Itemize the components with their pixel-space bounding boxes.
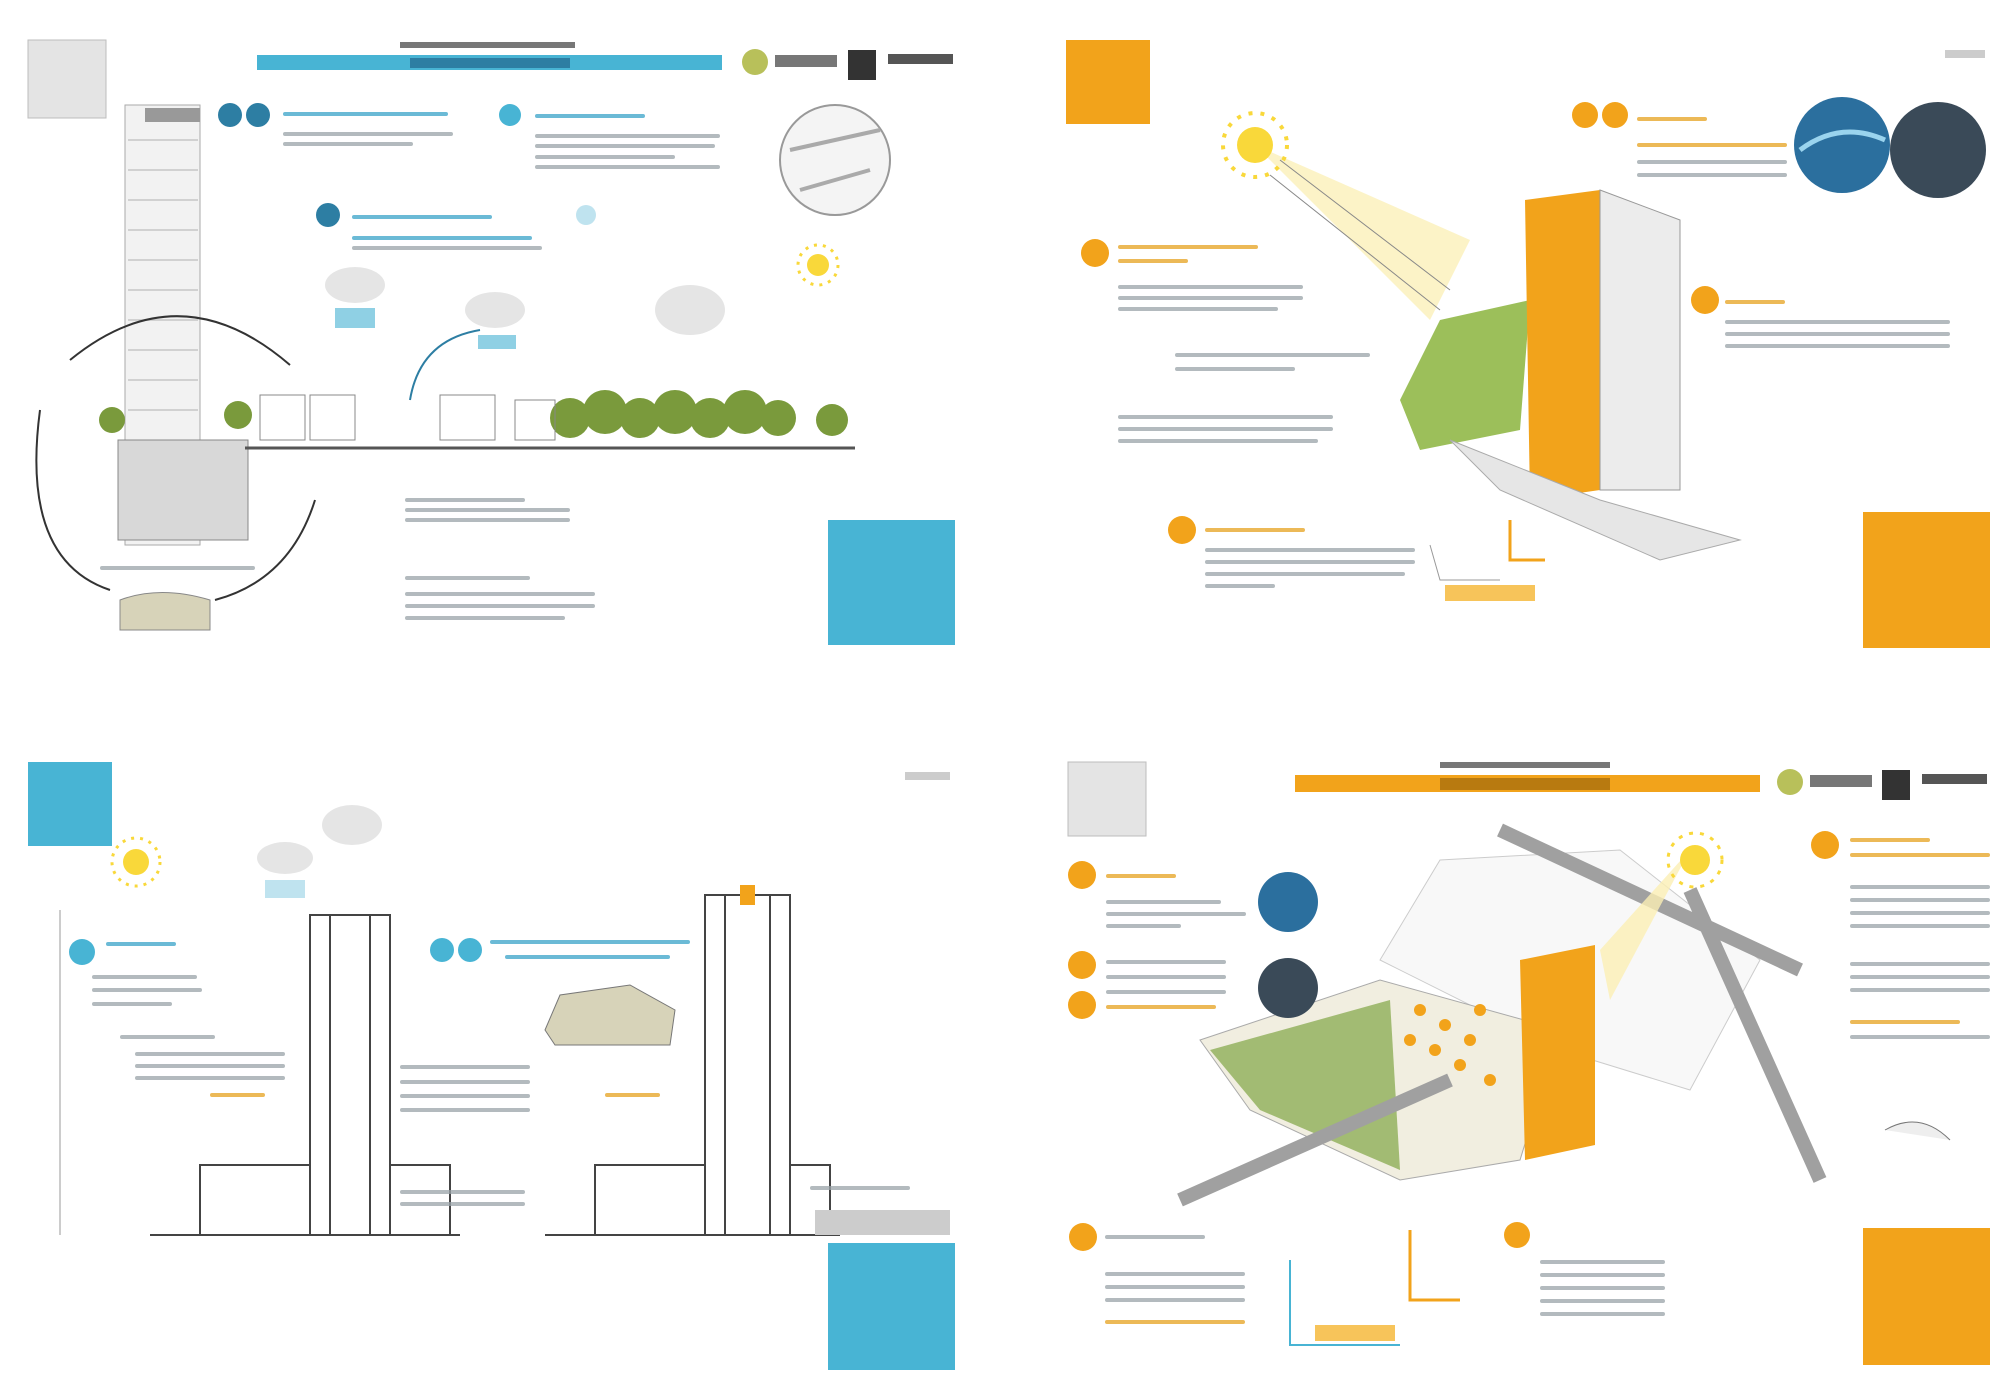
water-cycle-arc <box>69 315 291 366</box>
logo-box <box>27 39 107 119</box>
partner-logo-icon <box>1777 769 1803 795</box>
water-drop-icon <box>218 103 596 227</box>
sun-icon <box>1666 831 1724 889</box>
panel-solar-aerial <box>1067 761 1990 1365</box>
landscape-sketch <box>544 984 676 1046</box>
energy-globe-icon <box>1794 97 1986 198</box>
qr-code-icon <box>848 50 876 80</box>
theme-square <box>28 762 112 846</box>
panel-water <box>27 39 955 645</box>
sun-icon <box>796 243 840 287</box>
partner-logo-icon <box>742 49 768 75</box>
theme-square <box>1066 40 1150 124</box>
panel-solar <box>1066 40 1990 648</box>
sun-icon <box>110 836 162 888</box>
water-drop-icon <box>69 938 482 965</box>
cloud-icon <box>325 267 725 335</box>
logo-box <box>1067 761 1147 837</box>
energy-globe-icon <box>1258 872 1318 1018</box>
detail-callout <box>779 104 891 216</box>
info-box <box>828 520 955 645</box>
qr-code-icon <box>1882 770 1910 800</box>
panel-water-section <box>28 762 955 1370</box>
sun-icon <box>1221 111 1289 179</box>
tower-elevation <box>117 104 249 546</box>
aerial-site-model <box>1177 823 1827 1207</box>
info-box <box>1863 1228 1990 1365</box>
info-box <box>1863 512 1990 648</box>
trees <box>99 390 848 438</box>
lightbulb-icon <box>1081 102 1719 544</box>
sunlight-beam <box>1255 145 1470 320</box>
lightbulb-icon <box>1068 831 1839 1251</box>
info-box <box>828 1243 955 1370</box>
building-model <box>1400 189 1742 561</box>
cloud-icon <box>257 805 382 874</box>
